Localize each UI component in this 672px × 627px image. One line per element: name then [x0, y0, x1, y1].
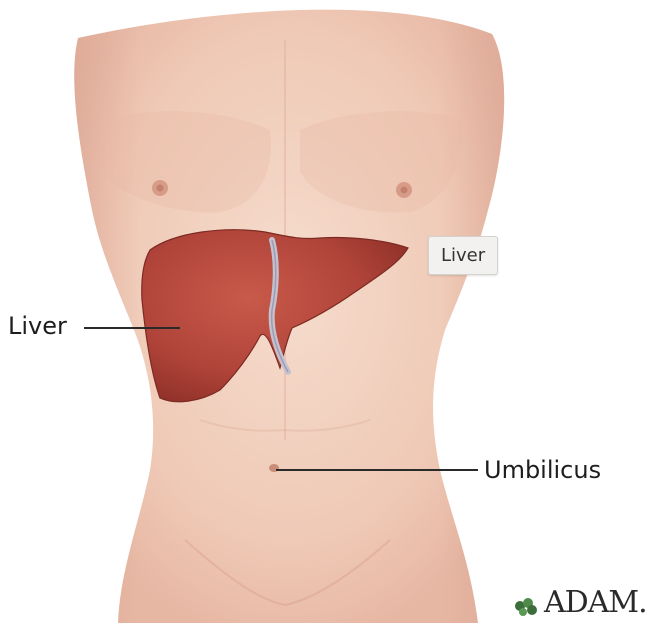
liver-tooltip: Liver	[428, 236, 498, 275]
adam-logo: ADAM.	[512, 588, 647, 618]
logo-text: ADAM.	[544, 588, 647, 618]
umbilicus-label: Umbilicus	[484, 458, 601, 482]
leaf-icon	[512, 596, 540, 618]
liver-label: Liver	[8, 314, 67, 338]
